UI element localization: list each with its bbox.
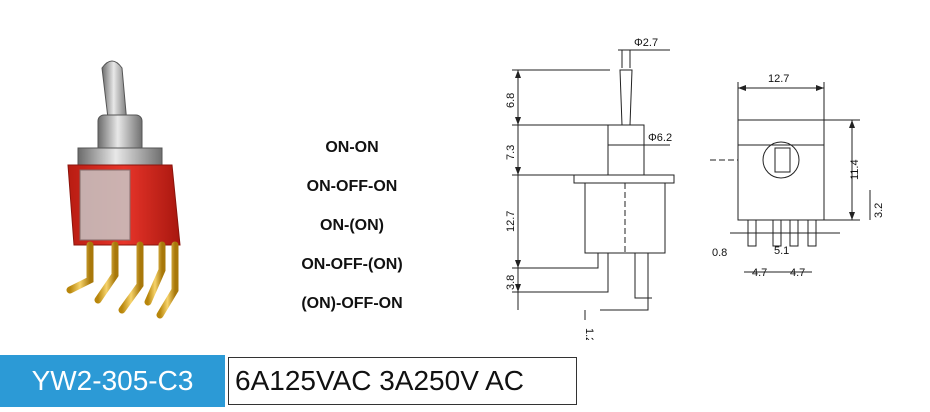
dim-pitch-center: 5.1: [774, 245, 789, 257]
config-item: ON-(ON): [320, 217, 384, 234]
dim-terminal-height: 3.8: [505, 275, 517, 290]
dim-bushing-height: 7.3: [505, 145, 517, 160]
spec-bar: YW2-305-C3 6A125VAC 3A250V AC: [0, 355, 930, 407]
dim-terminal-thickness: 1.2: [583, 328, 595, 340]
dim-side-height: 11.4: [849, 159, 861, 180]
product-photo: [66, 60, 181, 319]
dim-bushing-dia: Φ6.2: [648, 132, 672, 144]
side-view: [512, 49, 675, 320]
dim-pitch-left: 4.7: [752, 267, 767, 279]
config-item: (ON)-OFF-ON: [301, 295, 403, 312]
config-item: ON-OFF-(ON): [301, 256, 403, 273]
dim-lever-height: 6.8: [505, 93, 517, 108]
dim-body-height: 12.7: [505, 211, 517, 232]
configuration-list: ON-ON ON-OFF-ON ON-(ON) ON-OFF-(ON) (ON)…: [262, 128, 442, 323]
technical-drawing: Φ2.7 Φ6.2 6.8 7.3 12.7 3.8 1.2 12.7 11.4…: [505, 37, 885, 340]
dim-lever-dia: Φ2.7: [634, 37, 658, 49]
config-item: ON-OFF-ON: [306, 178, 398, 195]
config-item: ON-ON: [325, 139, 379, 156]
front-view: [710, 82, 871, 273]
rating-label: 6A125VAC 3A250V AC: [228, 357, 577, 405]
dim-terminal-offset: 3.2: [873, 203, 885, 218]
dim-pitch-right: 4.7: [790, 267, 805, 279]
model-number: YW2-305-C3: [0, 355, 225, 407]
dim-terminal-width: 0.8: [712, 247, 727, 259]
dim-body-width: 12.7: [768, 73, 789, 85]
